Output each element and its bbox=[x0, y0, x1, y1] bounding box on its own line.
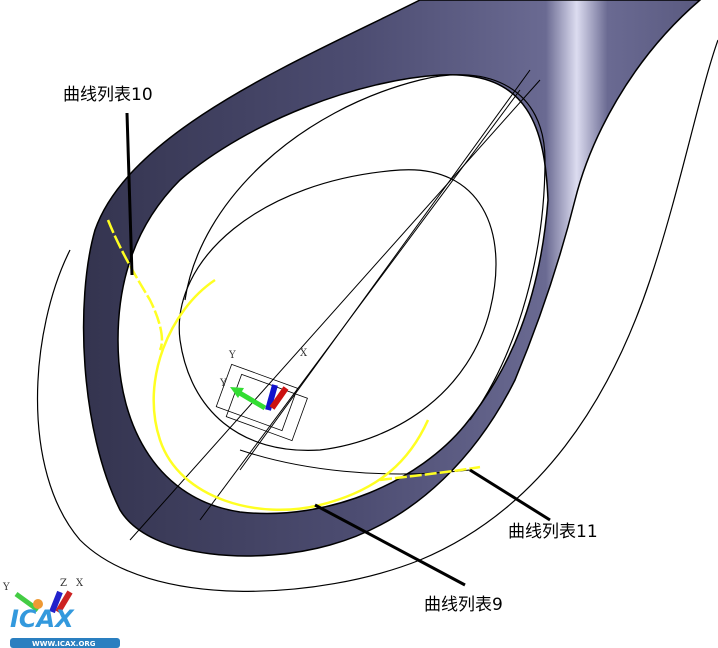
label-curve-list-10: 曲线列表10 bbox=[63, 85, 153, 105]
label-curve-list-11: 曲线列表11 bbox=[508, 522, 598, 542]
gizmo-x-label: X bbox=[300, 348, 308, 359]
mid-loop-line bbox=[184, 74, 546, 421]
compass-x-label: X bbox=[76, 578, 84, 589]
leader-9 bbox=[314, 503, 466, 587]
compass-y-label: Y bbox=[2, 582, 10, 593]
diagonal-line-3 bbox=[239, 69, 531, 471]
compass-z-label: Z bbox=[60, 578, 67, 589]
diagonal-line-1 bbox=[129, 79, 541, 541]
inner-loop-line bbox=[178, 169, 497, 451]
leader-10 bbox=[125, 112, 134, 276]
z-axis-arrow-icon bbox=[265, 384, 278, 411]
leader-11 bbox=[469, 468, 551, 522]
x-axis-arrow-icon bbox=[269, 386, 289, 410]
surface-band bbox=[82, 0, 702, 557]
curve-list-9-yellow bbox=[152, 278, 430, 512]
logo-text: ICAX bbox=[10, 605, 75, 633]
logo-url: WWW.ICAX.ORG bbox=[32, 640, 96, 648]
gizmo-y-label: Y bbox=[219, 378, 227, 389]
icax-logo-compass: Y Z X ICAX WWW.ICAX.ORG bbox=[2, 578, 120, 648]
curve-list-11-yellow bbox=[379, 465, 481, 482]
label-curve-list-9: 曲线列表9 bbox=[424, 595, 503, 615]
curve-list-10-yellow bbox=[106, 219, 164, 351]
gizmo-y2-label: Y bbox=[228, 350, 236, 361]
axis-gizmo[interactable]: Y Y X bbox=[215, 348, 308, 442]
y-axis-arrow-icon bbox=[236, 389, 267, 411]
bottom-line bbox=[239, 449, 471, 475]
